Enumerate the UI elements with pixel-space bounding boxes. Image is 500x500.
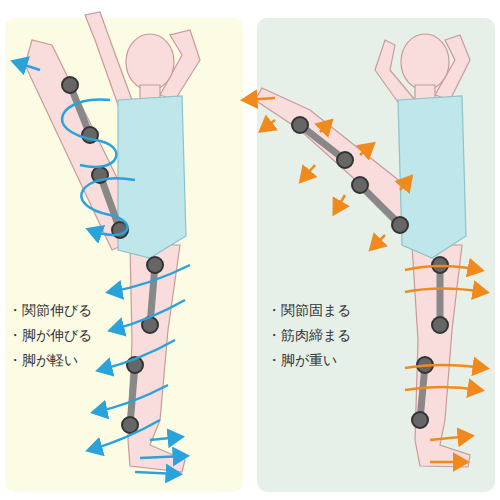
bullet-text: ・関節伸びる (8, 298, 92, 323)
text-list: ・関節伸びる・脚が伸びる・脚が軽い (8, 298, 92, 373)
joint-bolts (62, 77, 448, 433)
dancer-left (25, 12, 200, 472)
bullet-text: ・関節固まる (267, 298, 351, 323)
leotard (118, 96, 186, 258)
panel-box: ・関節伸びる・脚が伸びる・脚が軽い (5, 18, 243, 492)
bullet-text: ・筋肉締まる (267, 323, 351, 348)
stretch-arrows (15, 62, 190, 474)
bullet-text: ・脚が伸びる (8, 323, 92, 348)
text-list: ・関節固まる・筋肉締まる・脚が重い (267, 298, 351, 373)
bullet-text: ・脚が重い (267, 348, 351, 373)
dancer-right (255, 34, 470, 467)
leotard (398, 96, 466, 258)
panel-box: ・関節固まる・筋肉締まる・脚が重い (257, 18, 495, 492)
bullet-text: ・脚が軽い (8, 348, 92, 373)
tension-arrows (245, 98, 485, 462)
